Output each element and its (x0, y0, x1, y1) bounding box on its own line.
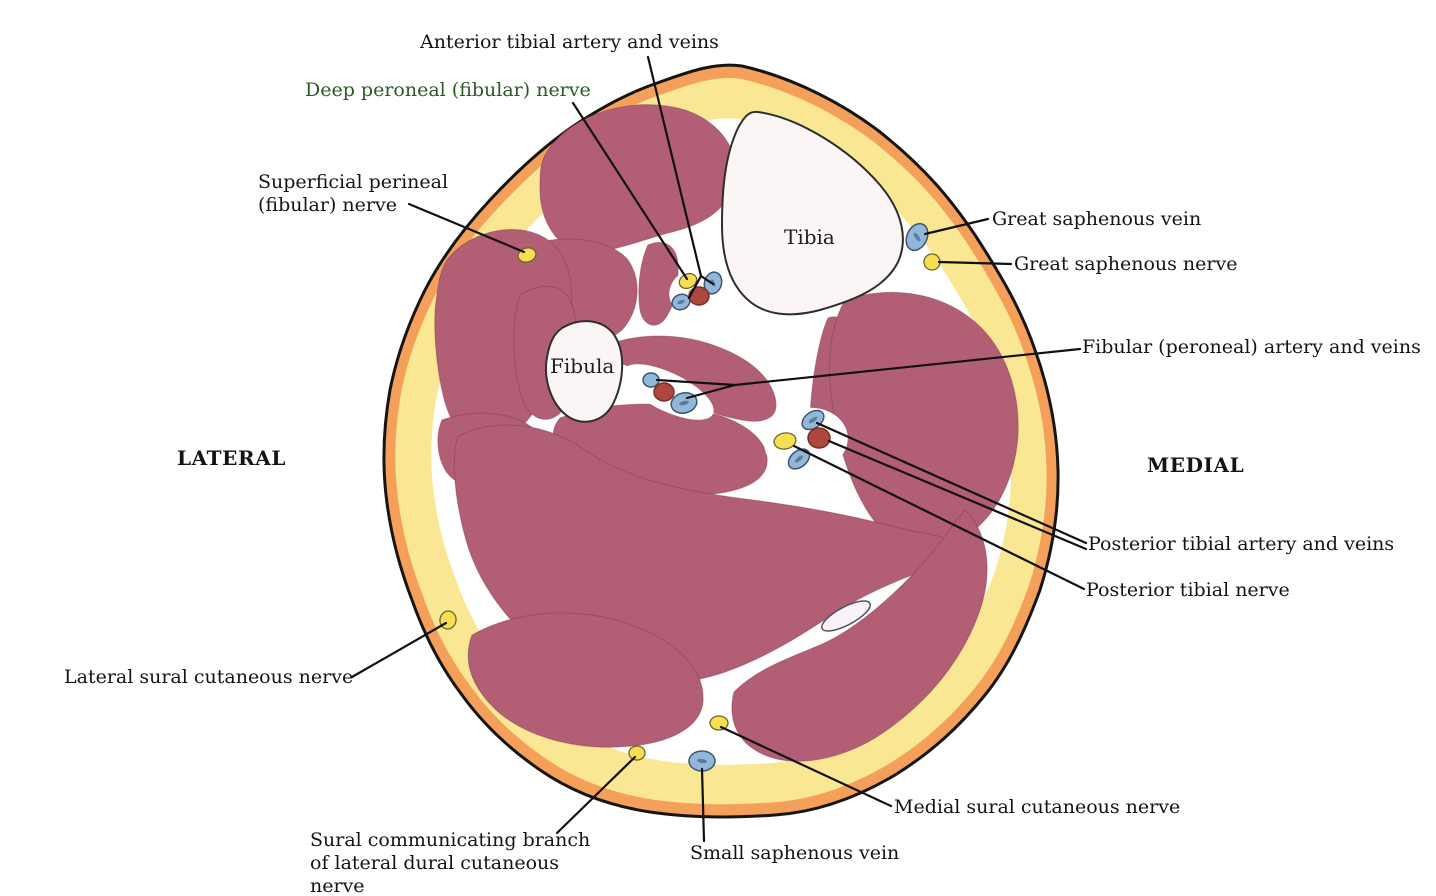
label-fibula: Fibula (550, 354, 615, 378)
gastrocnemius-medial-muscle (731, 509, 988, 762)
fibular-artery (653, 382, 675, 402)
vein-streak (679, 400, 689, 406)
artery-group (653, 286, 831, 449)
leader-great-saphenous-vein (923, 217, 990, 236)
plantaris-tendon (821, 600, 871, 632)
leader-posterior-tibial-vein (815, 421, 1088, 545)
sural-communicating-nerve-shape (628, 745, 646, 761)
leader-medial-sural (719, 725, 893, 808)
leader-deep-peroneal (571, 101, 689, 281)
label-small-saphenous-vein: Small saphenous vein (690, 842, 900, 864)
posterior-vessel-pocket (764, 407, 848, 475)
vein-streak (794, 455, 804, 463)
tibia-bone (720, 110, 904, 316)
vein-streak (677, 299, 685, 305)
leader-superficial-peroneal (407, 202, 526, 254)
leader-anterior-tibial (646, 55, 715, 300)
fibula-bone (545, 320, 624, 423)
extensor-sliver-muscle (638, 242, 679, 326)
muscle-group (434, 104, 1019, 762)
label-lateral-sural-nerve: Lateral sural cutaneous nerve (64, 666, 354, 688)
leader-fibular (655, 347, 1082, 400)
leader-small-saphenous (700, 767, 706, 843)
vein-streak (808, 416, 818, 424)
label-fibular-vessels: Fibular (peroneal) artery and veins (1082, 336, 1421, 358)
posterior-tibial-nerve-shape (773, 432, 797, 450)
label-deep-peroneal-nerve: Deep peroneal (fibular) nerve (305, 79, 591, 101)
vein-streaks (677, 232, 921, 764)
gastrocnemius-lateral-muscle (467, 612, 704, 748)
leader-lateral-sural (350, 621, 448, 679)
leader-posterior-tibial-nerve (792, 444, 1086, 591)
label-tibia: Tibia (784, 225, 835, 249)
leader-lines (350, 55, 1088, 843)
label-lateral: LATERAL (177, 446, 287, 470)
leader-sural-communicating (555, 755, 637, 835)
label-medial-sural-nerve: Medial sural cutaneous nerve (894, 796, 1181, 818)
label-anterior-tibial-vessels: Anterior tibial artery and veins (420, 31, 719, 53)
leader-posterior-tibial-artery (827, 439, 1088, 551)
label-posterior-tibial-vessels: Posterior tibial artery and veins (1088, 533, 1395, 555)
nerve-group (439, 247, 941, 761)
leader-great-saphenous-nerve (937, 260, 1013, 266)
label-medial: MEDIAL (1147, 453, 1245, 477)
label-great-saphenous-nerve: Great saphenous nerve (1014, 253, 1238, 275)
bone-group (545, 110, 904, 423)
vein-streak (913, 232, 921, 242)
label-superficial-peroneal-nerve: Superficial perineal (fibular) nerve (258, 171, 449, 217)
anterior-tibial-artery (688, 286, 710, 306)
label-sural-communicating-branch: Sural communicating branch of lateral du… (310, 829, 591, 896)
posterior-tibial-artery (807, 427, 831, 449)
medial-sural-nerve-shape (709, 715, 729, 731)
great-saphenous-nerve-shape (923, 253, 941, 271)
label-posterior-tibial-nerve: Posterior tibial nerve (1086, 579, 1290, 601)
label-great-saphenous-vein: Great saphenous vein (992, 208, 1202, 230)
vein-streak (697, 758, 707, 764)
